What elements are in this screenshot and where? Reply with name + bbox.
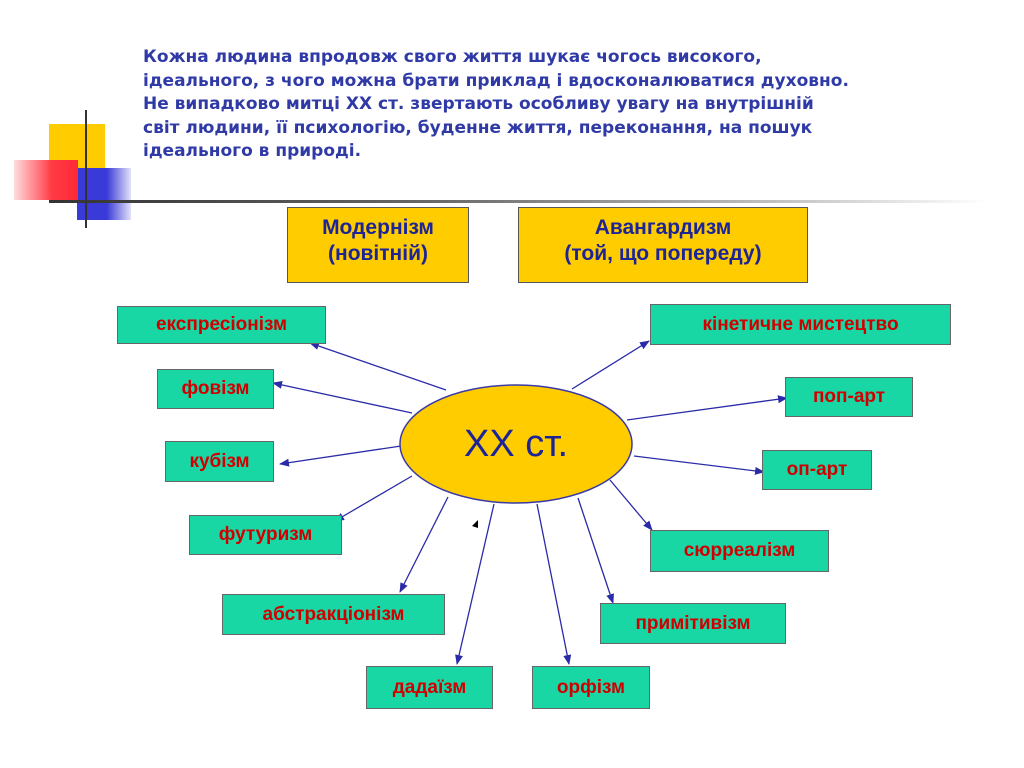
box-surrealism: сюрреалізм	[650, 530, 829, 572]
arrow-to-op-art	[633, 455, 765, 475]
box-cubism: кубізм	[165, 441, 274, 482]
deco-red-square	[14, 160, 78, 200]
arrow-to-kinetic-art	[571, 340, 650, 390]
center-label: ХХ ст.	[464, 423, 568, 465]
small-pointer-icon	[472, 520, 478, 528]
arrow-to-dadaism	[455, 503, 495, 665]
paragraph-line: світ людини, її психологію, буденне житт…	[143, 117, 813, 138]
box-primitivism: примітивізм	[600, 603, 786, 644]
box-pop-art: поп-арт	[785, 377, 913, 417]
modernism-subtitle: (новітній)	[328, 242, 428, 265]
box-fauvism: фовізм	[157, 369, 274, 409]
paragraph-line: Не випадково митці ХХ ст. звертають особ…	[143, 94, 814, 114]
deco-vertical-line	[85, 110, 87, 228]
paragraph-line: ідеального в природі.	[143, 141, 362, 161]
avantgarde-title: Авангардизм	[594, 216, 732, 239]
box-op-art: оп-арт	[762, 450, 872, 490]
box-futurism: футуризм	[189, 515, 342, 555]
arrow-to-pop-art	[626, 395, 788, 421]
intro-paragraph: Кожна людина впродовж свого життя шукає …	[143, 46, 1003, 164]
paragraph-line: Кожна людина впродовж свого життя шукає …	[143, 47, 762, 67]
box-kinetic-art: кінетичне мистецтво	[650, 304, 951, 345]
arrow-to-fauvism	[272, 380, 413, 414]
avantgarde-header: Авангардизм (той, що попереду)	[518, 207, 808, 283]
box-dadaism: дадаїзм	[366, 666, 493, 709]
modernism-header: Модернізм (новітній)	[287, 207, 469, 283]
box-expressionism: експресіонізм	[117, 306, 326, 344]
arrow-to-primitivism	[577, 497, 614, 604]
avantgarde-subtitle: (той, що попереду)	[564, 242, 762, 265]
deco-horizontal-line	[49, 200, 989, 203]
box-abstractionism: абстракціонізм	[222, 594, 445, 635]
arrow-to-surrealism	[609, 479, 653, 531]
arrow-to-abstractionism	[399, 496, 449, 593]
paragraph-line: ідеального, з чого можна брати приклад і…	[143, 70, 849, 91]
arrow-to-futurism	[334, 475, 413, 522]
arrow-to-expressionism	[309, 342, 447, 391]
modernism-title: Модернізм	[322, 216, 434, 239]
box-orphism: орфізм	[532, 666, 650, 709]
arrow-to-cubism	[279, 445, 402, 467]
arrow-to-orphism	[536, 503, 572, 665]
center-ellipse	[399, 384, 633, 504]
